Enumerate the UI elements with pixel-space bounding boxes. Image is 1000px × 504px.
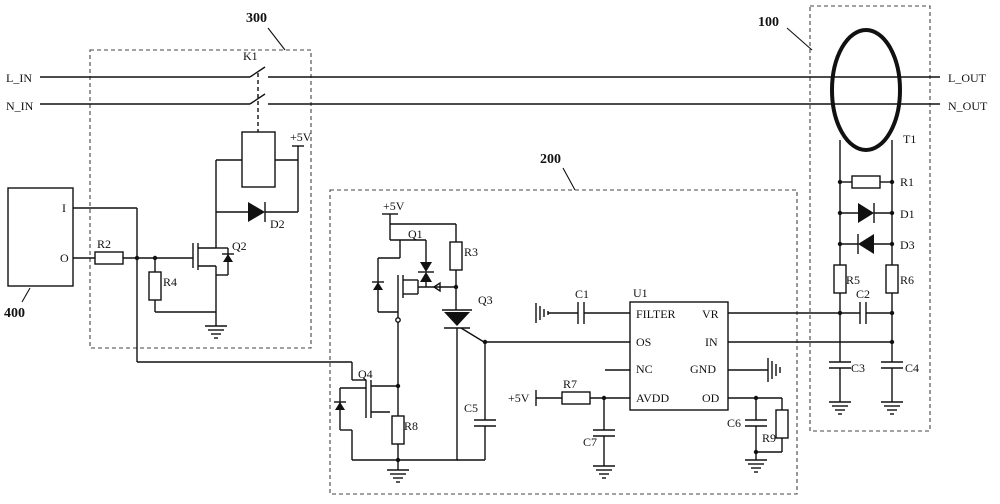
c7-label: C7: [583, 435, 597, 449]
u1-pin-nc: NC: [636, 362, 653, 376]
k1-contact-n: [249, 93, 266, 105]
k1-contact-l: [249, 66, 266, 78]
block-100-outline: [809, 5, 931, 432]
block-300-outline: [89, 49, 312, 349]
r4-label: R4: [163, 275, 177, 289]
u1-pin-in: IN: [705, 335, 718, 349]
block-400-label: 400: [4, 306, 25, 321]
ground-symbol-od: [745, 459, 767, 473]
relay-coil: [241, 131, 276, 188]
u1-ic: [629, 301, 729, 411]
r8-label: R8: [404, 419, 418, 433]
c2-label: C2: [856, 287, 870, 301]
r6-label: R6: [900, 273, 914, 287]
c6-label: C6: [727, 416, 741, 430]
supply-5v-a: +5V: [290, 130, 312, 144]
r7-label: R7: [563, 377, 577, 391]
q3-label: Q3: [478, 293, 493, 307]
t1-current-transformer: [830, 28, 902, 152]
r9-resistor: [775, 409, 789, 439]
r1-resistor: [851, 175, 881, 189]
c3-label: C3: [851, 361, 865, 375]
ground-symbol-c1: [535, 303, 549, 323]
r7-resistor: [561, 391, 591, 405]
n-in-label: N_IN: [6, 99, 34, 113]
block-400-box: [7, 187, 74, 287]
u1-pin-avdd: AVDD: [636, 391, 669, 405]
r8-resistor: [391, 415, 405, 445]
q1-transistor: [372, 224, 456, 313]
d2-label: D2: [270, 217, 285, 231]
c5-label: C5: [464, 401, 478, 415]
supply-5v-c: +5V: [508, 391, 530, 405]
l-out-label: L_OUT: [948, 71, 987, 85]
l-in-label: L_IN: [6, 71, 32, 85]
k1-label: K1: [243, 49, 258, 63]
d2-diode: [248, 202, 265, 222]
u1-pin-gnd: GND: [690, 362, 716, 376]
port-out-label: O: [60, 251, 69, 265]
ground-symbol-300: [205, 322, 227, 339]
ground-symbol-200a: [387, 460, 409, 483]
block-100-label: 100: [758, 15, 779, 30]
u1-pin-vr: VR: [702, 307, 719, 321]
u1-pin-od: OD: [702, 391, 720, 405]
supply-5v-b: +5V: [383, 199, 405, 213]
q4-label: Q4: [358, 367, 373, 381]
q2-label: Q2: [232, 239, 247, 253]
q3-scr: [442, 309, 485, 343]
d1-diode: [858, 203, 874, 223]
d1-label: D1: [900, 207, 915, 221]
c1-label: C1: [575, 287, 589, 301]
r2-label: R2: [97, 237, 111, 251]
r4-resistor: [148, 271, 162, 301]
q4-mosfet: [334, 379, 398, 460]
ground-symbol-c4: [881, 368, 903, 415]
block-300-label: 300: [246, 11, 267, 26]
ground-symbol-u1: [767, 358, 781, 382]
n-out-label: N_OUT: [948, 99, 988, 113]
r9-label: R9: [762, 431, 776, 445]
r5-label: R5: [846, 273, 860, 287]
r3-resistor: [449, 241, 463, 271]
r6-resistor: [885, 264, 899, 294]
r2-resistor: [94, 251, 124, 265]
u1-pin-os: OS: [636, 335, 651, 349]
q1-label: Q1: [408, 227, 423, 241]
d3-diode: [858, 234, 874, 254]
q2-mosfet: [192, 243, 234, 322]
r5-resistor: [833, 264, 847, 294]
u1-pin-filter: FILTER: [636, 307, 676, 321]
c4-label: C4: [905, 361, 919, 375]
r1-label: R1: [900, 175, 914, 189]
port-in-label: I: [62, 201, 66, 215]
t1-label: T1: [903, 132, 916, 146]
r3-label: R3: [464, 245, 478, 259]
ground-symbol-c7: [593, 436, 615, 479]
block-200-label: 200: [540, 152, 561, 167]
ground-symbol-c3: [829, 368, 851, 415]
u1-label: U1: [633, 286, 648, 300]
d3-label: D3: [900, 238, 915, 252]
